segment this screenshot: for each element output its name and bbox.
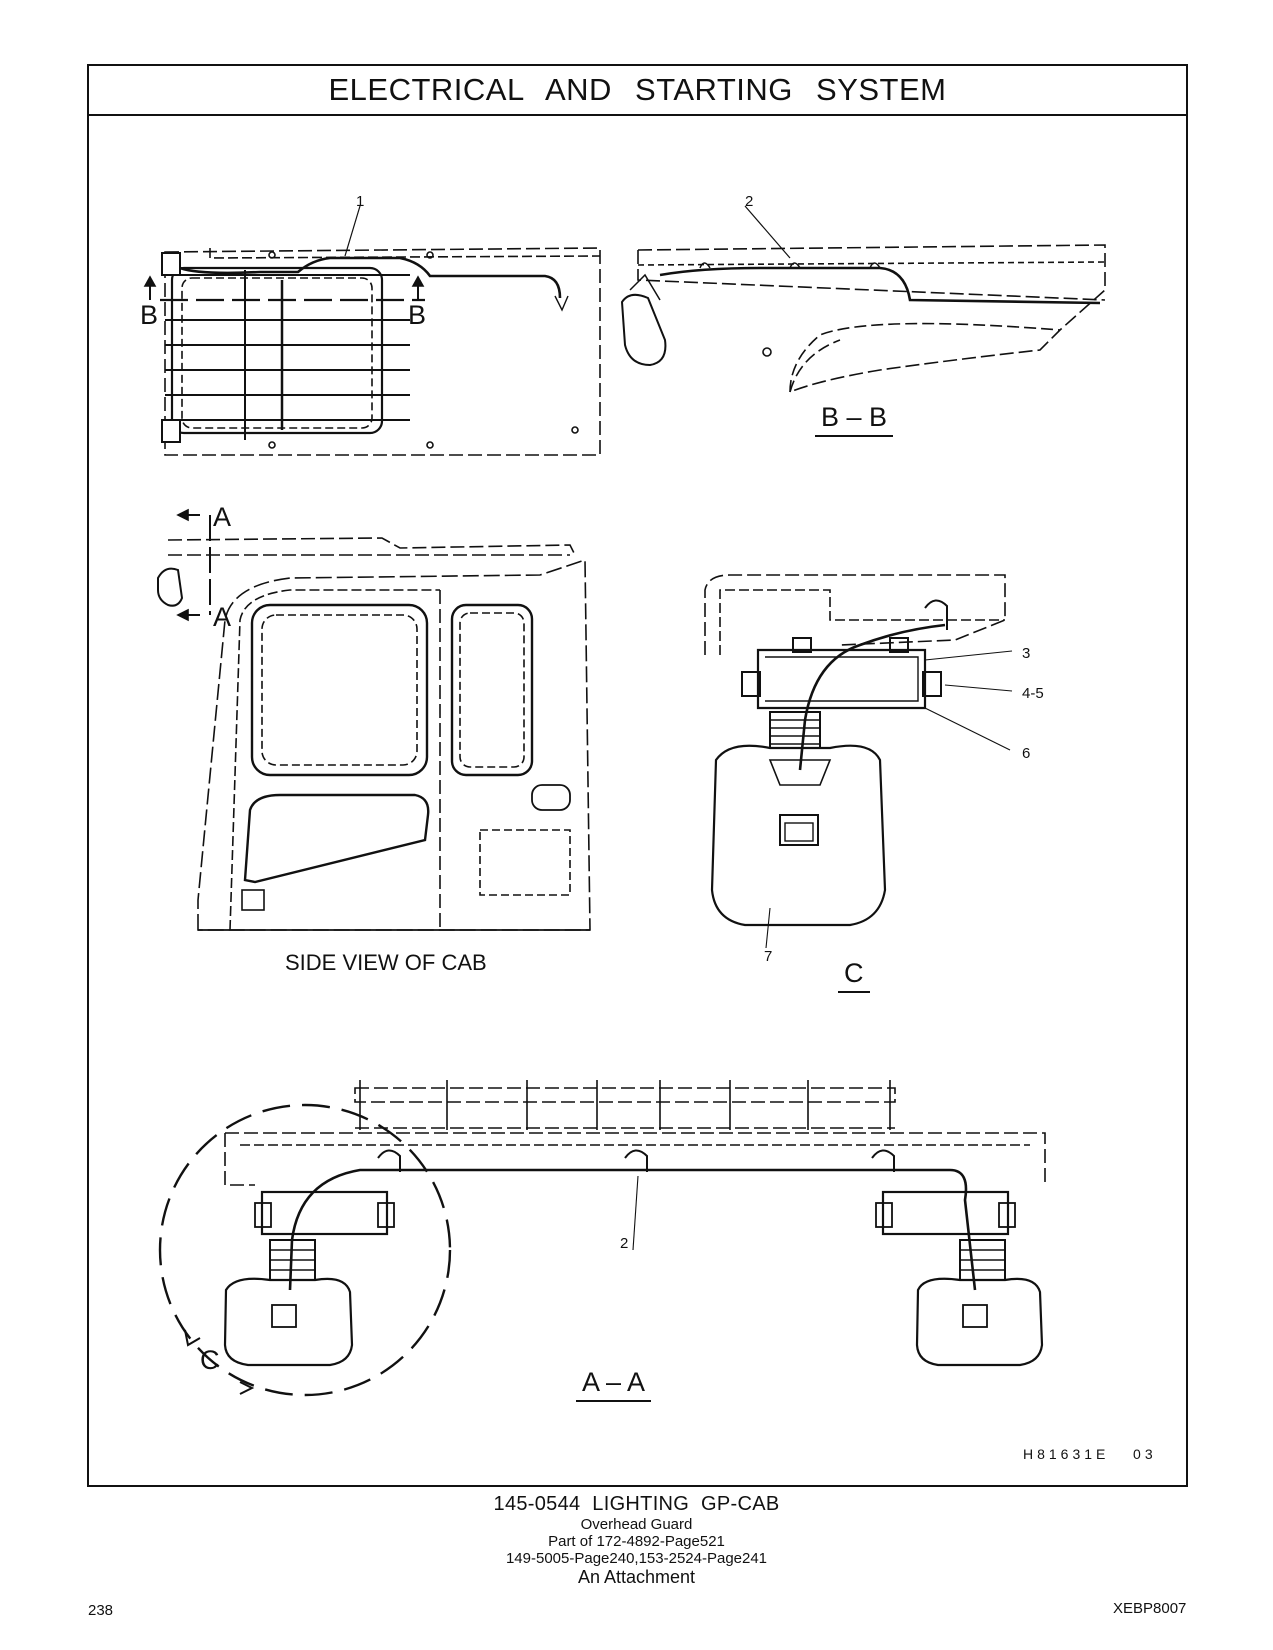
callout-7: 7 [764,948,773,965]
callout-2-aa: 2 [620,1235,629,1252]
title-bar: ELECTRICAL AND STARTING SYSTEM [89,66,1186,116]
caption-line-2: Part of 172‑4892‑Page521 [548,1533,725,1550]
detail-c-drawing [704,574,1013,949]
bb-view-drawing [620,205,1106,393]
caption-line-3: 149‑5005‑Page240,153‑2524‑Page241 [505,1550,768,1567]
drawing-code: H81631E 03 [1023,1446,1157,1462]
section-marker-b-right: B [408,300,427,330]
section-marker-b-left: B [140,300,159,330]
callout-1: 1 [356,193,365,210]
view-label-b-b: B – B [815,402,894,437]
drawing-frame: ELECTRICAL AND STARTING SYSTEM [87,64,1188,1487]
caption-line-4: An Attachment [577,1567,696,1587]
view-label-c: C [838,958,870,993]
side-view-label: SIDE VIEW OF CAB [285,950,487,975]
detail-marker-c: C [200,1345,220,1375]
side-view-drawing [157,508,591,931]
section-marker-a-top: A [213,502,232,532]
page-title: ELECTRICAL AND STARTING SYSTEM [328,72,947,107]
caption-line-1: Overhead Guard [580,1516,693,1533]
caption-part-title: 145‑0544 LIGHTING GP‑CAB [493,1493,780,1515]
page-number: 238 [88,1602,114,1619]
document-id: XEBP8007 [1113,1600,1187,1617]
aa-view-drawing [158,1080,1046,1397]
top-view-drawing [143,205,601,456]
callout-4-5: 4-5 [1022,685,1044,702]
callout-6: 6 [1022,745,1031,762]
view-label-a-a: A – A [576,1367,652,1402]
callout-3: 3 [1022,645,1031,662]
callout-2-bb: 2 [745,193,754,210]
caption-block: 145‑0544 LIGHTING GP‑CAB Overhead Guard … [0,1493,1273,1588]
section-marker-a-bottom: A [213,602,232,632]
